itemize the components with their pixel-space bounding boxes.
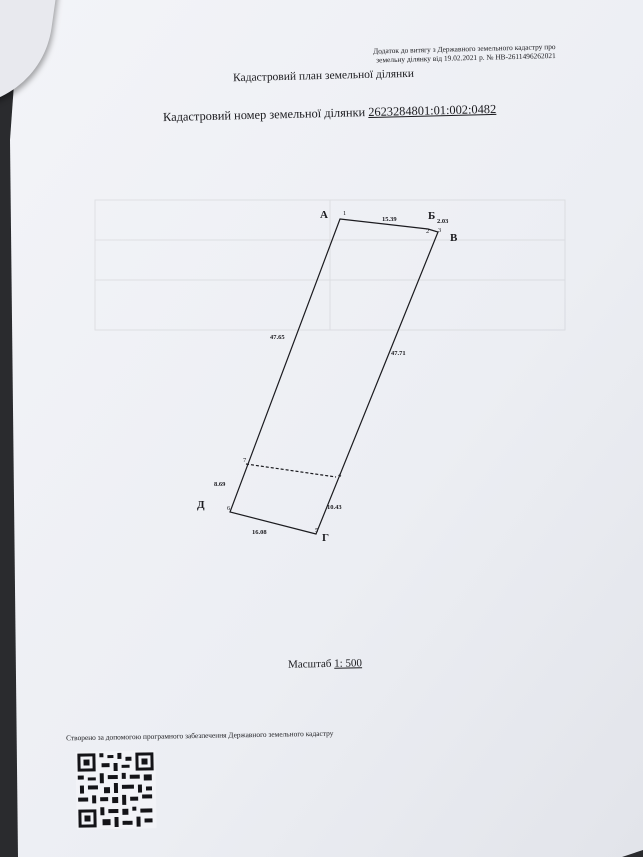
corner-a: А (320, 209, 328, 221)
corner-g: Г (322, 532, 329, 544)
point-7: 7 (243, 457, 247, 464)
scale-label: Масштаб (287, 657, 332, 671)
scale-line: Масштаб 1: 500 (288, 657, 362, 671)
dim-left-lower: 8.69 (214, 481, 226, 488)
parcel-inner-divider (245, 463, 337, 478)
point-2: 2 (426, 228, 429, 235)
point-1: 1 (343, 210, 346, 217)
corner-b: Б (428, 210, 435, 222)
point-6: 6 (227, 505, 231, 512)
dim-left: 47.65 (270, 334, 285, 341)
point-3: 3 (438, 227, 441, 234)
qr-code-icon (75, 750, 157, 830)
corner-d: Д (197, 499, 205, 511)
dim-bottom: 16.08 (252, 529, 267, 536)
point-4: 4 (338, 472, 342, 479)
parcel-boundary (229, 218, 439, 535)
corner-v: В (450, 232, 458, 244)
dim-right-lower: 10.43 (327, 504, 342, 511)
dim-right: 47.71 (391, 350, 406, 357)
dim-top: 15.39 (382, 216, 397, 223)
dim-top-short: 2.03 (437, 218, 449, 225)
scale-value: 1: 500 (334, 657, 363, 670)
point-5: 5 (315, 527, 318, 534)
